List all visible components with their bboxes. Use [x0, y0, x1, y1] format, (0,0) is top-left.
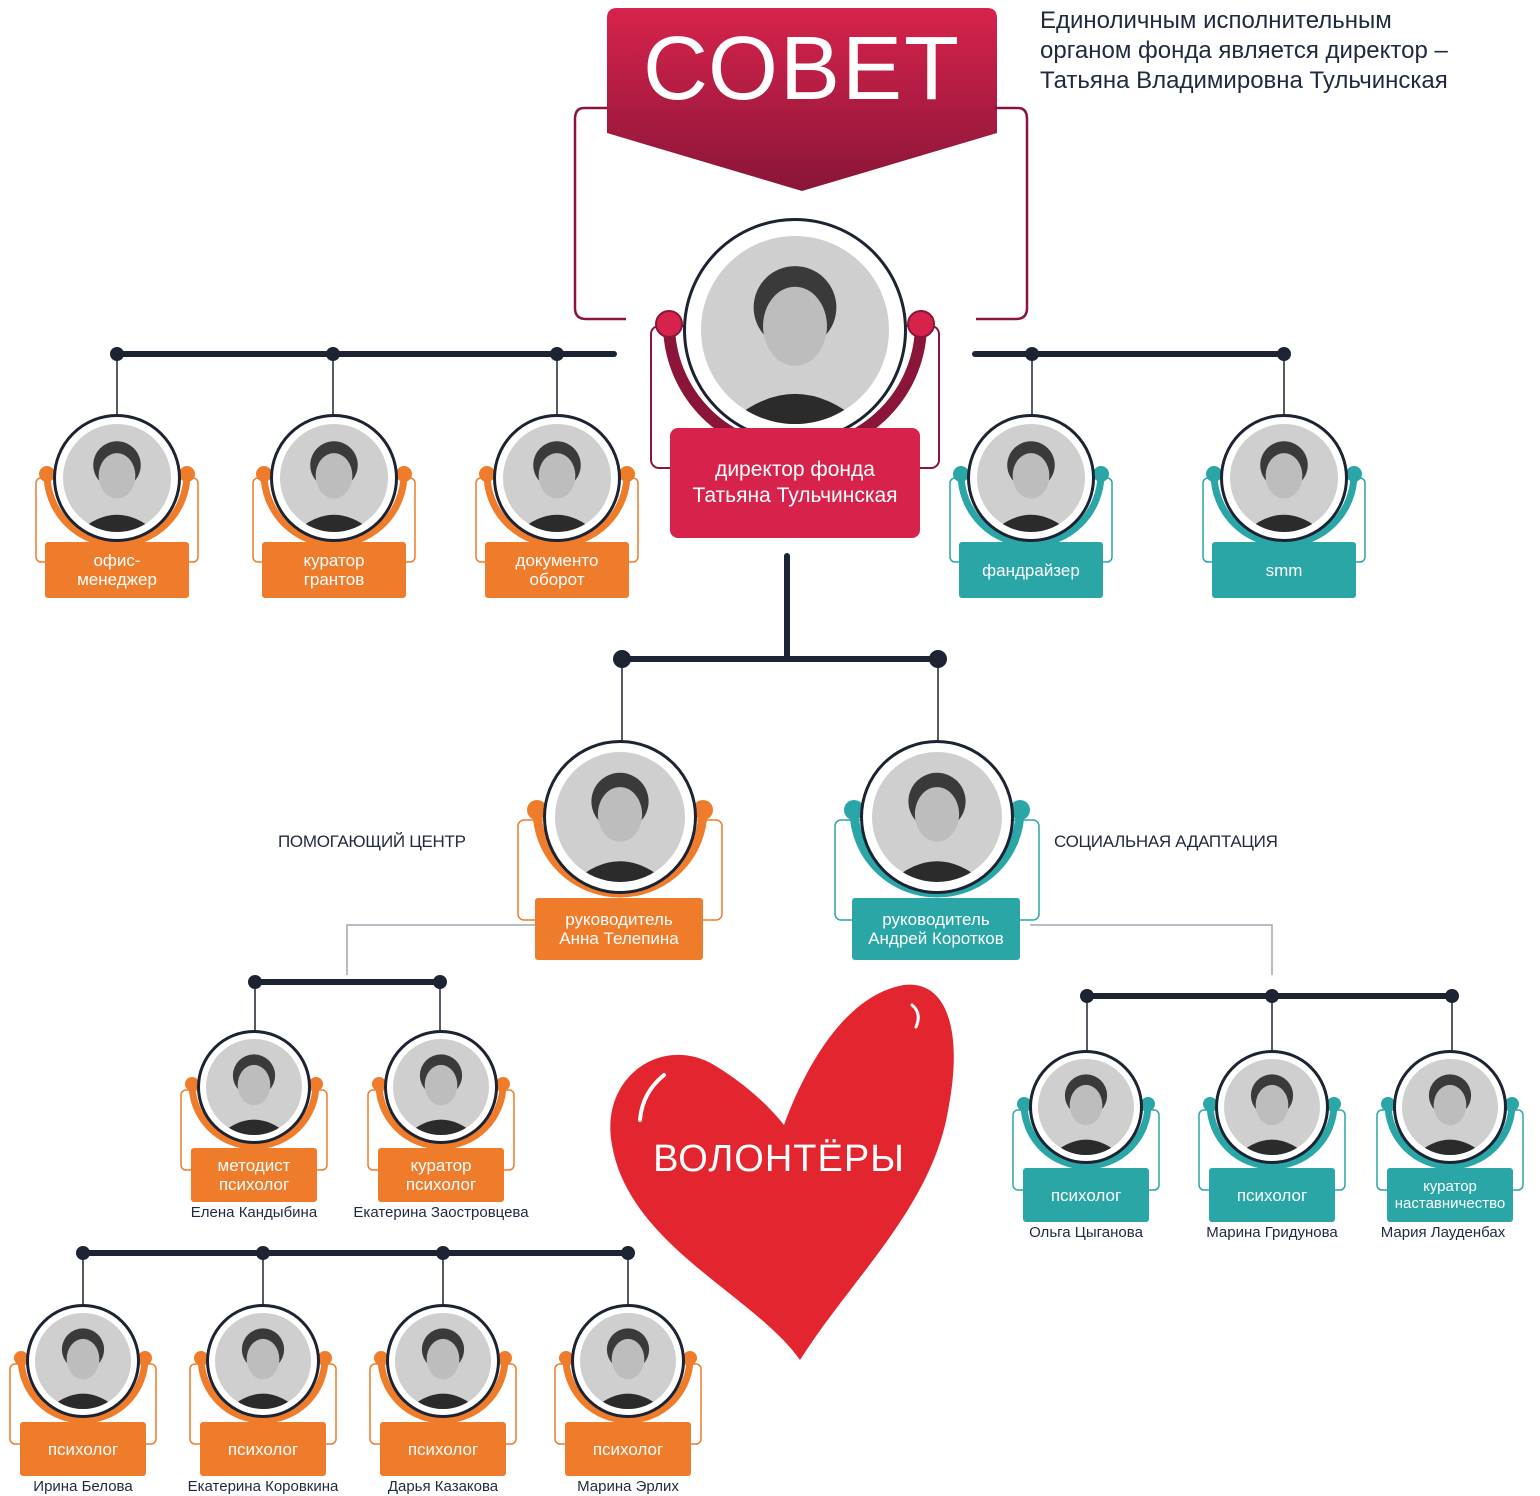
helping-staff-curator: куратор психолог Екатерина Заостровцева: [353, 1030, 529, 1230]
staff-photo: [977, 424, 1085, 532]
council-bracket: [573, 106, 1029, 321]
head-photo: [555, 752, 685, 882]
director-card: директор фонда Татьяна Тульчинская: [645, 218, 945, 540]
staff-photo: [63, 424, 171, 532]
staff-photo: [580, 1313, 676, 1409]
helping-staff-methodist: методист психолог Елена Кандыбина: [178, 1030, 330, 1230]
staff-photo: [1224, 1059, 1320, 1155]
staff-role-label: офис- менеджер: [45, 542, 189, 598]
staff-smm: smm: [1200, 414, 1368, 600]
staff-role-label: методист психолог: [191, 1148, 317, 1202]
staff-photo: [1230, 424, 1338, 532]
volunteers-label: ВОЛОНТЁРЫ: [653, 1138, 905, 1180]
head-role-label: руководитель Андрей Коротков: [852, 898, 1020, 960]
staff-name: Елена Кандыбина: [190, 1204, 318, 1221]
staff-name: Мария Лауденбах: [1380, 1224, 1506, 1241]
staff-photo: [35, 1313, 131, 1409]
staff-role-label: психолог: [200, 1422, 326, 1476]
staff-name: Марина Эрлих: [577, 1478, 679, 1495]
head-role-label: руководитель Анна Телепина: [535, 898, 703, 960]
staff-grant-curator: куратор грантов: [250, 414, 418, 600]
staff-name: Марина Гридунова: [1206, 1224, 1338, 1241]
staff-frame: [367, 1077, 515, 1171]
staff-photo: [206, 1039, 302, 1135]
staff-frame: [180, 1077, 328, 1171]
staff-name: Ольга Цыганова: [1029, 1224, 1143, 1241]
director-label: директор фонда Татьяна Тульчинская: [670, 428, 920, 538]
staff-role-label: smm: [1212, 542, 1356, 598]
staff-role-label: куратор грантов: [262, 542, 406, 598]
staff-role-label: фандрайзер: [959, 542, 1103, 598]
staff-role-label: психолог: [380, 1422, 506, 1476]
psychologist-erlikh: психолог Марина Эрлих: [552, 1304, 704, 1496]
staff-document-flow: документо оборот: [473, 414, 641, 600]
psychologist-korovkina: психолог Екатерина Коровкина: [187, 1304, 339, 1496]
council-title: СОВЕТ: [642, 19, 962, 119]
staff-photo: [393, 1039, 489, 1135]
staff-photo: [1038, 1059, 1134, 1155]
volunteers-heart-icon: [610, 984, 954, 1360]
staff-name: Екатерина Заостровцева: [353, 1204, 529, 1221]
staff-role-label: куратор психолог: [378, 1148, 504, 1202]
staff-photo: [215, 1313, 311, 1409]
staff-name: Ирина Белова: [33, 1478, 133, 1495]
director-photo: [701, 236, 889, 424]
council-banner: [607, 8, 997, 191]
staff-photo: [503, 424, 611, 532]
staff-role-label: психолог: [20, 1422, 146, 1476]
adaptation-staff-tsyganova: психолог Ольга Цыганова: [1010, 1050, 1162, 1250]
staff-role-label: психолог: [1209, 1168, 1335, 1222]
staff-photo: [280, 424, 388, 532]
staff-name: Екатерина Коровкина: [187, 1478, 339, 1495]
staff-office-manager: офис- менеджер: [33, 414, 201, 600]
staff-fundraiser: фандрайзер: [947, 414, 1115, 600]
staff-photo: [395, 1313, 491, 1409]
staff-photo: [1402, 1059, 1498, 1155]
psychologist-belova: психолог Ирина Белова: [7, 1304, 159, 1496]
staff-role-label: документо оборот: [485, 542, 629, 598]
staff-role-label: психолог: [565, 1422, 691, 1476]
department-label-helping-center: ПОМОГАЮЩИЙ ЦЕНТР: [278, 832, 466, 851]
adaptation-staff-laudenbakh: куратор наставничество Мария Лауденбах: [1374, 1050, 1526, 1250]
staff-role-label: психолог: [1023, 1168, 1149, 1222]
head-photo: [872, 752, 1002, 882]
intro-text: Единоличным исполнительным органом фонда…: [1040, 7, 1448, 94]
staff-role-label: куратор наставничество: [1387, 1168, 1513, 1222]
psychologist-kazakova: психолог Дарья Казакова: [367, 1304, 519, 1496]
staff-name: Дарья Казакова: [387, 1478, 499, 1495]
adaptation-staff-gridunova: психолог Марина Гридунова: [1196, 1050, 1348, 1250]
social-adaptation-head: руководитель Андрей Коротков: [832, 740, 1042, 964]
helping-center-head: руководитель Анна Телепина: [515, 740, 725, 964]
department-label-social-adaptation: СОЦИАЛЬНАЯ АДАПТАЦИЯ: [1054, 832, 1278, 851]
